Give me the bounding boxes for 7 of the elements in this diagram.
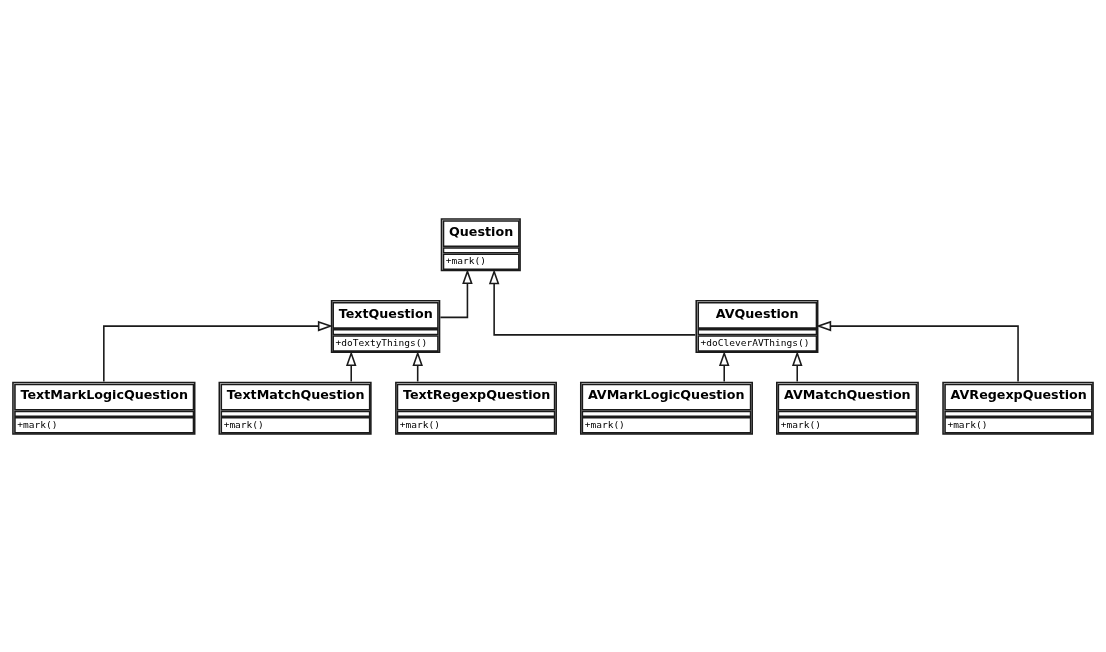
arrow bbox=[103, 320, 333, 382]
arrow bbox=[488, 268, 697, 336]
arrow bbox=[439, 268, 473, 318]
arrow bbox=[816, 320, 1019, 382]
arrow bbox=[791, 350, 803, 382]
arrow bbox=[345, 350, 357, 382]
arrow bbox=[718, 350, 730, 382]
